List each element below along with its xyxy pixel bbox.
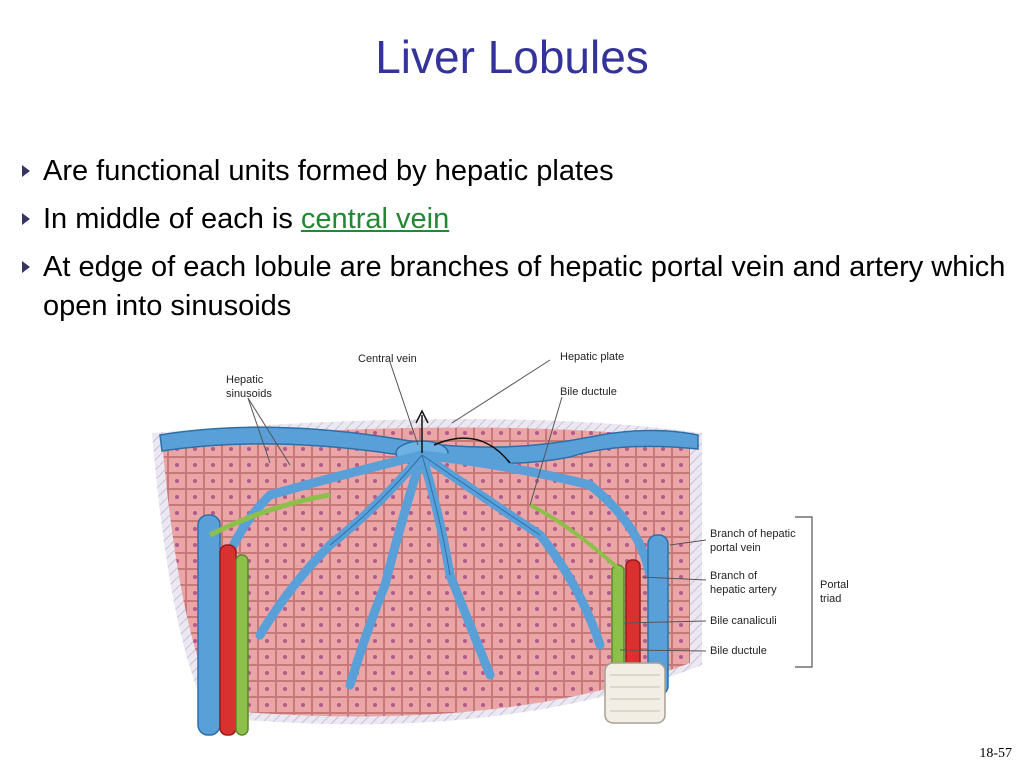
liver-lobule-illustration: Central vein Hepatic plate Hepatic sinus… bbox=[152, 351, 849, 736]
bullet-arrow-icon bbox=[22, 213, 30, 225]
label-portal-triad-line2: triad bbox=[820, 593, 841, 605]
bullet-text: At edge of each lobule are branches of h… bbox=[43, 251, 1006, 322]
label-branch-hepatic-artery-line1: Branch of bbox=[710, 570, 758, 582]
label-branch-hepatic-artery-line2: hepatic artery bbox=[710, 584, 777, 596]
sinusoid-outlines bbox=[329, 454, 541, 576]
label-branch-portal-vein-line2: portal vein bbox=[710, 542, 761, 554]
label-bile-canaliculi: Bile canaliculi bbox=[710, 615, 777, 627]
bullet-arrow-icon bbox=[22, 165, 30, 177]
bullet-item: At edge of each lobule are branches of h… bbox=[22, 248, 1012, 326]
leader-lines bbox=[247, 359, 707, 652]
label-portal-triad-line1: Portal bbox=[820, 579, 849, 591]
central-vein-link[interactable]: central vein bbox=[300, 203, 450, 235]
label-bile-ductule-bottom: Bile ductule bbox=[710, 645, 767, 657]
bullet-arrow-icon bbox=[22, 261, 30, 273]
label-branch-portal-vein-line1: Branch of hepatic bbox=[710, 528, 796, 540]
left-portal-triad bbox=[197, 492, 331, 736]
hepatic-plates bbox=[162, 427, 690, 717]
right-portal-triad bbox=[529, 503, 669, 724]
label-hepatic-sinusoids-line2: sinusoids bbox=[226, 388, 272, 400]
flow-arrows bbox=[415, 409, 511, 464]
label-hepatic-plate: Hepatic plate bbox=[560, 351, 624, 363]
label-hepatic-sinusoids-line1: Hepatic bbox=[226, 374, 264, 386]
slide-title: Liver Lobules bbox=[375, 31, 649, 83]
bullet-item: In middle of each is central vein bbox=[22, 200, 1012, 239]
bullet-text: In middle of each is bbox=[43, 203, 301, 235]
page-number: 18-57 bbox=[979, 746, 1012, 761]
label-bile-ductule-top: Bile ductule bbox=[560, 386, 617, 398]
portal-triad-bracket bbox=[795, 516, 813, 668]
bullet-item: Are functional units formed by hepatic p… bbox=[22, 152, 1012, 191]
bullet-text: Are functional units formed by hepatic p… bbox=[43, 155, 614, 187]
bullet-list: Are functional units formed by hepatic p… bbox=[22, 152, 1012, 335]
label-central-vein: Central vein bbox=[358, 353, 417, 365]
